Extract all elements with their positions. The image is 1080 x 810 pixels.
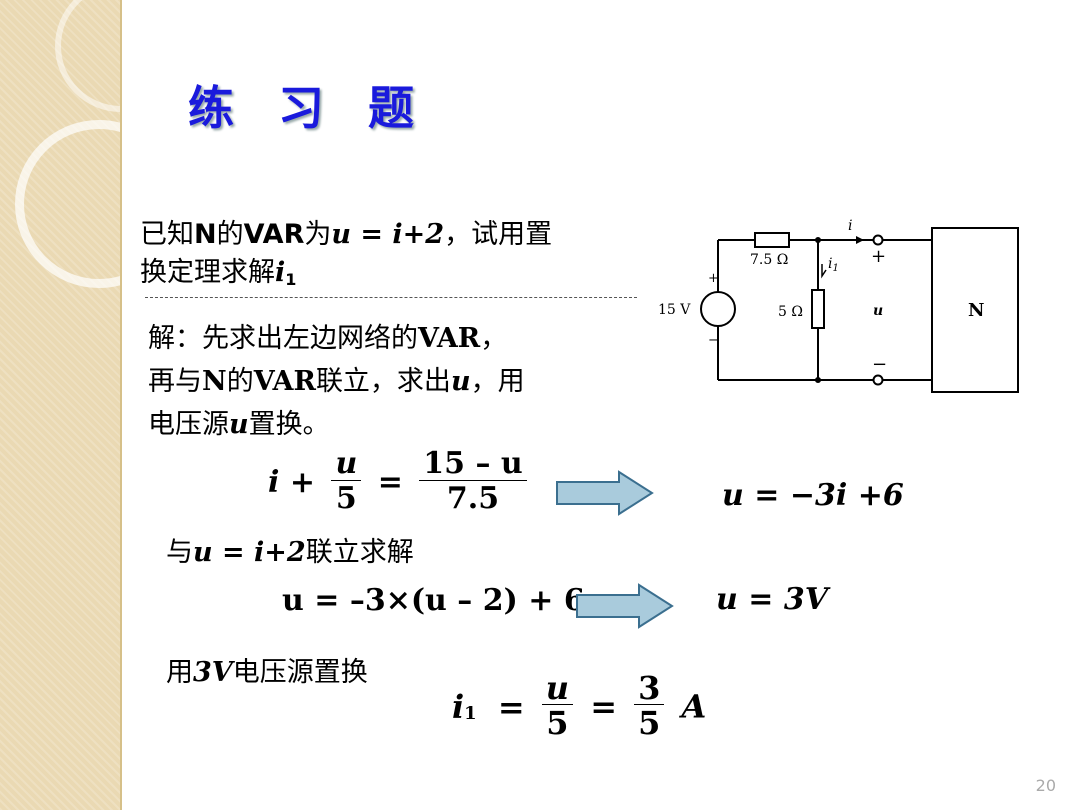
text: ，试用置: [444, 219, 553, 250]
text: ，: [480, 323, 508, 354]
label-plus: +: [871, 246, 886, 267]
dashed-divider: [145, 297, 637, 298]
label-r1: 7.5 Ω: [750, 252, 788, 268]
text: 已知: [140, 219, 194, 250]
equation-joint: u = –3×(u – 2) + 6: [282, 583, 585, 618]
denominator: 7.5: [446, 481, 500, 516]
numerator: u: [331, 448, 362, 481]
text: 为: [304, 219, 332, 250]
equals-sign: =: [377, 465, 403, 500]
current-arrowhead: [856, 236, 864, 244]
denominator: 5: [335, 481, 357, 516]
fraction: u 5: [541, 672, 574, 742]
label-N: N: [968, 300, 984, 321]
subscript: 1: [464, 703, 477, 724]
label-u: u: [873, 303, 883, 319]
text: VAR: [418, 323, 481, 354]
solution-line-1: 解：先求出左边网络的VAR，: [148, 322, 507, 356]
terminal-bottom: [872, 374, 884, 386]
label-minus: −: [872, 354, 887, 375]
label-i: i: [848, 218, 852, 234]
equals-sign: =: [497, 687, 525, 726]
i1-arrow: [821, 264, 827, 279]
numerator: u: [541, 672, 574, 705]
text: 换定理求解: [140, 257, 275, 288]
resistor-5: [811, 289, 825, 329]
source-minus: −: [708, 333, 719, 348]
voltage-source: [700, 291, 736, 327]
text: N: [202, 366, 227, 397]
text: VAR: [253, 366, 316, 397]
label-source: 15 V: [658, 302, 691, 318]
replace-line: 用3V电压源置换: [166, 656, 368, 690]
text: N: [194, 219, 217, 250]
text: 再与: [148, 366, 202, 397]
fraction: 15 – u 7.5: [419, 448, 527, 517]
math-expression: 3V: [193, 657, 233, 688]
node-dot: [815, 377, 821, 383]
text: 解：先求出左边网络的: [148, 323, 418, 354]
text: 的: [216, 219, 244, 250]
right-arrow-icon: [576, 583, 674, 629]
right-arrow-icon: [556, 470, 654, 516]
math-symbol: u: [229, 409, 249, 440]
problem-line-2: 换定理求解i1: [140, 256, 296, 297]
numerator: 3: [634, 672, 665, 705]
text: 用: [166, 657, 193, 688]
text: 的: [226, 366, 254, 397]
text: ，用: [470, 366, 525, 397]
terminal-top: [872, 234, 884, 246]
label-i1: i1: [828, 256, 839, 274]
equals-sign: =: [590, 687, 617, 726]
text: 电压源置换: [232, 657, 368, 688]
fraction: u 5: [331, 448, 362, 517]
network-N: [931, 227, 1019, 393]
text: 置换。: [248, 409, 330, 440]
equation-i1: i1 = u 5 = 3 5 A: [452, 672, 706, 741]
page-title: 练 习 题: [188, 81, 429, 135]
circuit-diagram: 7.5 Ω 5 Ω 15 V i i1 u + − + − N: [658, 218, 1019, 393]
text: 电压源: [148, 409, 229, 440]
decorative-sidebar: [0, 0, 122, 810]
math-symbol: i: [275, 257, 286, 288]
text: VAR: [243, 219, 305, 250]
text: 联立，求出: [315, 366, 451, 397]
problem-line-1: 已知N的VAR为u = i+2，试用置: [140, 218, 552, 252]
math-symbol: i: [452, 687, 465, 726]
source-plus: +: [708, 271, 719, 286]
node-dot: [815, 237, 821, 243]
joint-line: 与u = i+2联立求解: [166, 536, 414, 570]
denominator: 5: [546, 704, 569, 742]
solution-line-3: 电压源u置换。: [148, 408, 330, 442]
math-symbol: u: [450, 366, 471, 397]
subscript: 1: [285, 270, 297, 289]
denominator: 5: [638, 704, 661, 742]
equation-left-var: u = −3i +6: [722, 478, 904, 513]
unit: A: [681, 687, 707, 726]
equation-u-result: u = 3V: [716, 582, 828, 617]
numerator: 15 – u: [419, 448, 527, 481]
text: 联立求解: [305, 537, 414, 568]
math-expression: u = i+2: [193, 537, 306, 568]
fraction: 3 5: [634, 672, 665, 742]
text: 与: [166, 537, 193, 568]
solution-line-2: 再与N的VAR联立，求出u，用: [148, 365, 525, 399]
equation-kcl: i + u 5 = 15 – u 7.5: [268, 448, 533, 517]
math-term: i +: [268, 465, 315, 500]
page-number: 20: [1035, 776, 1056, 795]
resistor-7-5: [754, 232, 790, 248]
label-r2: 5 Ω: [778, 304, 803, 320]
math-expression: u = i+2: [331, 219, 445, 250]
